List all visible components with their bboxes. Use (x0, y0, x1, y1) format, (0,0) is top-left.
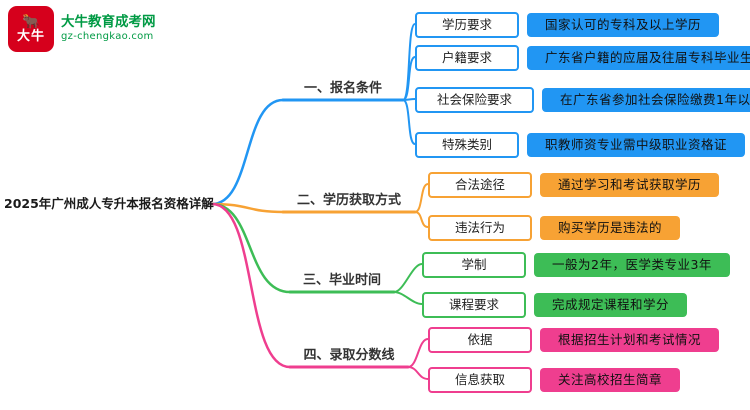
item-value: 职教师资专业需中级职业资格证 (527, 133, 746, 157)
item-value: 在广东省参加社会保险缴费1年以上 (542, 88, 750, 112)
logo: 🐂 大牛 大牛教育成考网 gz-chengkao.com (8, 6, 156, 52)
branch-topic-3: 三、毕业时间 (302, 273, 381, 288)
item-label: 特殊类别 (415, 132, 519, 158)
bull-icon: 🐂 (22, 14, 40, 31)
item-value: 一般为2年，医学类专业3年 (534, 253, 730, 277)
item-label: 学制 (422, 252, 526, 278)
item-value: 广东省户籍的应届及往届专科毕业生 (527, 46, 750, 70)
branch-item: 户籍要求 广东省户籍的应届及往届专科毕业生 (415, 45, 750, 71)
central-topic: 2025年广州成人专升本报名资格详解 (4, 196, 214, 211)
item-value: 完成规定课程和学分 (534, 293, 688, 317)
branch-item: 课程要求 完成规定课程和学分 (422, 292, 688, 318)
item-label: 合法途径 (428, 172, 532, 198)
item-label: 信息获取 (428, 367, 532, 393)
item-label: 课程要求 (422, 292, 526, 318)
item-label: 学历要求 (415, 12, 519, 38)
item-value: 国家认可的专科及以上学历 (527, 13, 720, 37)
branch-item: 特殊类别 职教师资专业需中级职业资格证 (415, 132, 746, 158)
item-value: 通过学习和考试获取学历 (540, 173, 720, 197)
item-label: 社会保险要求 (415, 87, 535, 113)
logo-icon-text: 大牛 (16, 29, 45, 45)
item-label: 违法行为 (428, 215, 532, 241)
item-label: 依据 (428, 327, 532, 353)
branch-topic-4: 四、录取分数线 (303, 348, 395, 363)
item-value: 购买学历是违法的 (540, 216, 681, 240)
brand-domain: gz-chengkao.com (61, 31, 154, 43)
branch-item: 信息获取 关注高校招生简章 (428, 367, 681, 393)
branch-item: 社会保险要求 在广东省参加社会保险缴费1年以上 (415, 87, 750, 113)
branch-item: 学历要求 国家认可的专科及以上学历 (415, 12, 720, 38)
item-value: 根据招生计划和考试情况 (540, 328, 720, 352)
item-label: 户籍要求 (415, 45, 519, 71)
branch-item: 依据 根据招生计划和考试情况 (428, 327, 720, 353)
branch-item: 合法途径 通过学习和考试获取学历 (428, 172, 720, 198)
branch-topic-2: 二、学历获取方式 (296, 193, 401, 208)
brand-name: 大牛教育成考网 (61, 14, 156, 31)
bull-logo-icon: 🐂 大牛 (8, 6, 54, 52)
branch-topic-1: 一、报名条件 (303, 81, 382, 96)
branch-item: 学制 一般为2年，医学类专业3年 (422, 252, 730, 278)
branch-item: 违法行为 购买学历是违法的 (428, 215, 681, 241)
item-value: 关注高校招生简章 (540, 368, 681, 392)
